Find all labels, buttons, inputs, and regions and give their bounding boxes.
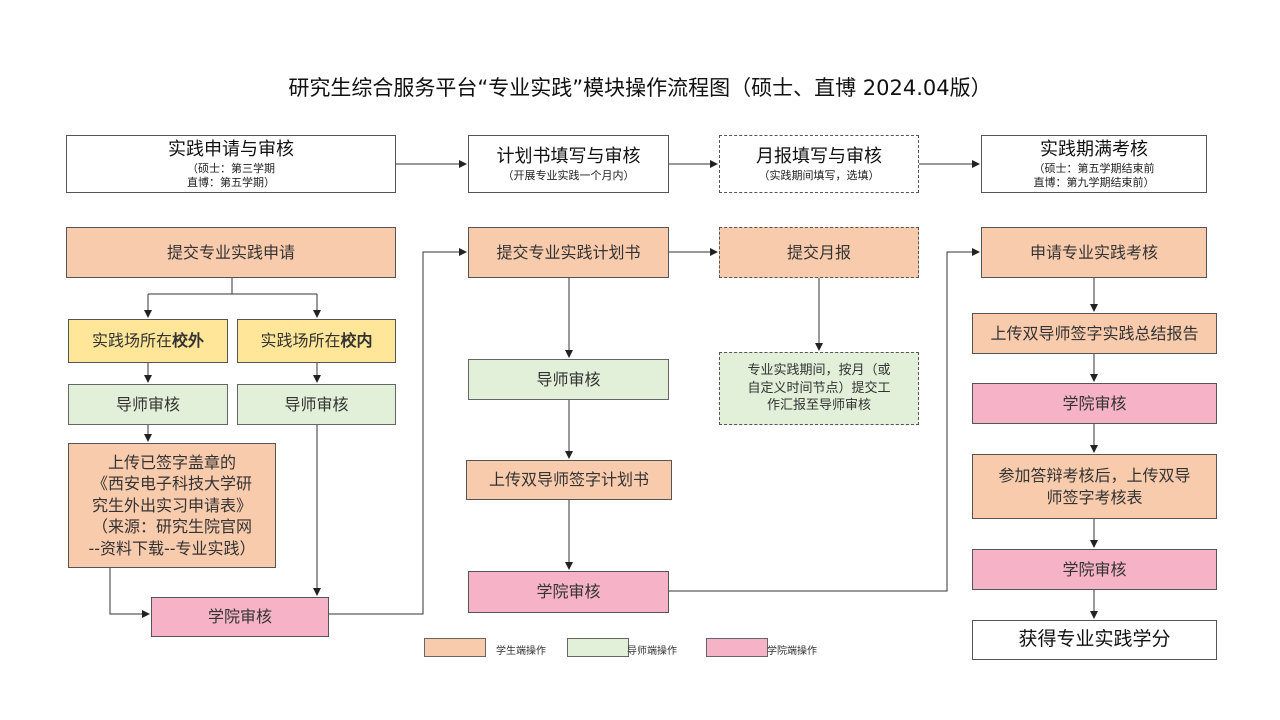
defense-line: 师签字考核表 xyxy=(1046,487,1143,507)
off-campus-bold: 校外 xyxy=(172,331,205,350)
header-main: 计划书填写与审核 xyxy=(496,145,641,167)
header-sub: （硕士：第三学期 xyxy=(187,161,275,175)
note-line: 专业实践期间，按月（或 xyxy=(747,363,891,379)
college-review-col1: 学院审核 xyxy=(151,597,329,637)
note-line: 自定义时间节点）提交工 xyxy=(747,380,891,396)
upload-plan-node: 上传双导师签字计划书 xyxy=(466,460,672,500)
submit-application-node: 提交专业实践申请 xyxy=(66,227,396,278)
legend-swatch-college xyxy=(706,638,768,657)
diagram-title: 研究生综合服务平台“专业实践”模块操作流程图（硕士、直博 2024.04版） xyxy=(288,76,992,100)
defense-upload-node: 参加答辩考核后，上传双导 师签字考核表 xyxy=(972,454,1217,519)
college-review-col2: 学院审核 xyxy=(468,571,669,613)
on-campus-prefix: 实践场所在 xyxy=(260,331,341,350)
legend-swatch-student xyxy=(424,638,486,657)
header-sub: （开展专业实践一个月内） xyxy=(502,169,635,182)
off-campus-node: 实践场所在校外 xyxy=(68,319,228,363)
note-line: 作汇报至导师审核 xyxy=(766,398,871,414)
college-review-col4-a: 学院审核 xyxy=(972,383,1217,424)
upload-line: （来源：研究生院官网 xyxy=(91,517,252,537)
split-line xyxy=(148,278,317,295)
arrow-college-to-plan xyxy=(329,248,467,615)
arrow-college-to-assessment xyxy=(669,248,980,592)
arrow-upload-to-college xyxy=(109,568,150,618)
tutor-review-right: 导师审核 xyxy=(237,384,396,425)
legend-label-college: 学院端操作 xyxy=(767,646,817,657)
header-main: 月报填写与审核 xyxy=(756,145,882,167)
header-sub: （实践期间填写，选填） xyxy=(758,169,880,182)
apply-assessment-node: 申请专业实践考核 xyxy=(981,227,1207,278)
off-campus-prefix: 实践场所在 xyxy=(91,331,172,350)
upload-summary-node: 上传双导师签字实践总结报告 xyxy=(972,313,1217,354)
on-campus-bold: 校内 xyxy=(340,331,373,350)
header-plan: 计划书填写与审核 （开展专业实践一个月内） xyxy=(468,135,669,193)
final-credit-node: 获得专业实践学分 xyxy=(972,620,1217,660)
on-campus-node: 实践场所在校内 xyxy=(237,319,396,363)
upload-line: 究生外出实习申请表》 xyxy=(91,495,252,515)
header-sub: （硕士：第五学期结束前 xyxy=(1033,161,1155,175)
submit-plan-node: 提交专业实践计划书 xyxy=(468,227,669,278)
upload-line: 《西安电子科技大学研 xyxy=(91,474,252,494)
legend-swatch-tutor xyxy=(567,638,629,657)
tutor-review-left: 导师审核 xyxy=(68,384,228,425)
upload-application-form-node: 上传已签字盖章的 《西安电子科技大学研 究生外出实习申请表》 （来源：研究生院官… xyxy=(68,443,276,568)
tutor-review-plan: 导师审核 xyxy=(468,359,669,400)
header-main: 实践申请与审核 xyxy=(168,138,294,160)
header-main: 实践期满考核 xyxy=(1040,138,1148,160)
submit-monthly-report-node: 提交月报 xyxy=(719,227,919,278)
header-practice-application: 实践申请与审核 （硕士：第三学期 直博：第五学期） xyxy=(66,135,396,193)
header-sub: 直博：第五学期） xyxy=(187,176,275,190)
legend-label-student: 学生端操作 xyxy=(496,646,546,657)
header-assessment: 实践期满考核 （硕士：第五学期结束前 直博：第九学期结束前） xyxy=(981,135,1207,193)
college-review-col4-b: 学院审核 xyxy=(972,549,1217,590)
defense-line: 参加答辩考核后，上传双导 xyxy=(998,465,1191,485)
legend-label-tutor: 导师端操作 xyxy=(627,646,677,657)
header-sub: 直博：第九学期结束前） xyxy=(1033,176,1155,190)
upload-line: --资料下载--专业实践） xyxy=(88,538,256,558)
upload-line: 上传已签字盖章的 xyxy=(107,452,236,472)
monthly-report-note: 专业实践期间，按月（或 自定义时间节点）提交工 作汇报至导师审核 xyxy=(719,352,919,425)
header-monthly-report: 月报填写与审核 （实践期间填写，选填） xyxy=(719,135,919,193)
